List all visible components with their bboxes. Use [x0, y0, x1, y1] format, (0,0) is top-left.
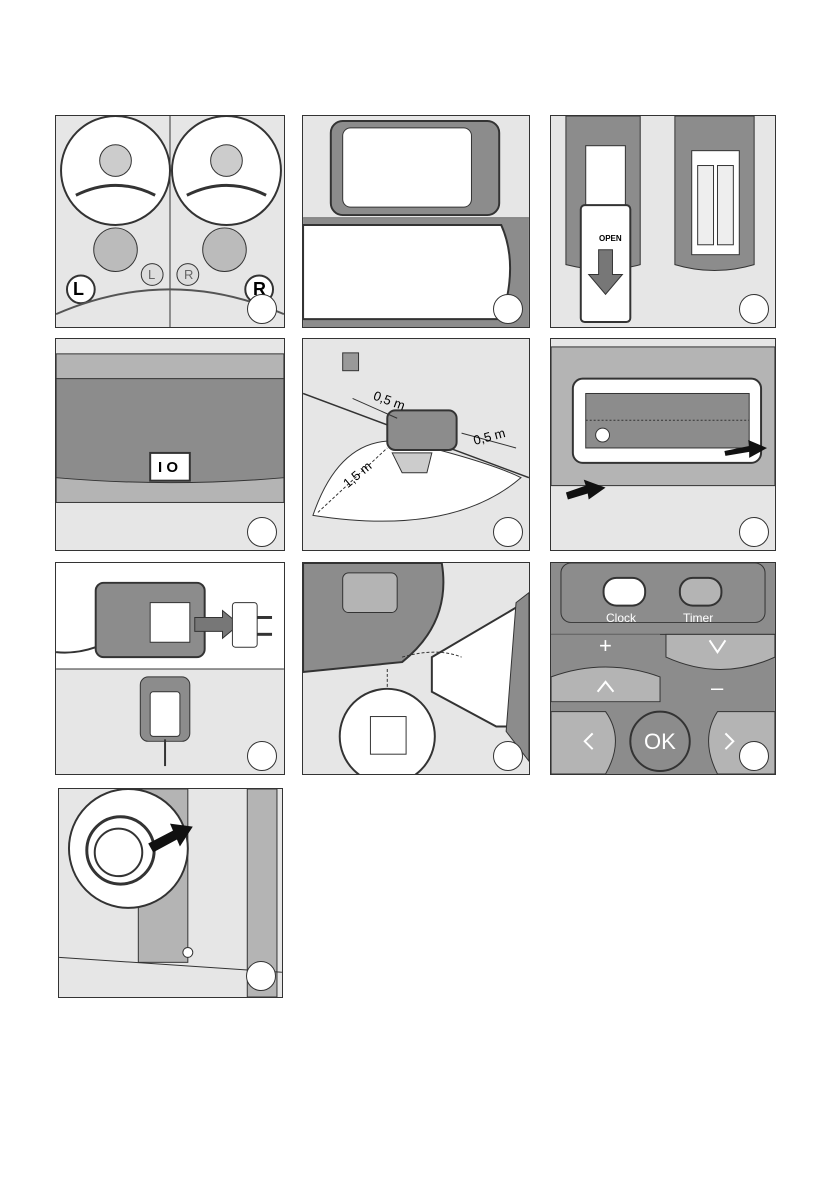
step-circle: [493, 517, 523, 547]
step-circle: [739, 294, 769, 324]
step-circle: [247, 294, 277, 324]
step-circle: [739, 517, 769, 547]
panel-robot-dock: [302, 562, 530, 775]
brush-label-left-small: L: [148, 267, 155, 282]
panel-power-switch: I O: [55, 338, 285, 551]
power-adapter-illustration: [56, 563, 284, 774]
panel-power-adapter: [55, 562, 285, 775]
timer-button-label: Timer: [683, 611, 713, 625]
clock-button-label: Clock: [606, 611, 636, 625]
panel-remote-buttons: Clock Timer + – OK: [550, 562, 776, 775]
ok-button-label: OK: [644, 729, 676, 755]
step-circle: [493, 294, 523, 324]
power-switch-illustration: [56, 339, 284, 550]
remote-batteries-illustration: [551, 116, 775, 327]
step-circle: [247, 517, 277, 547]
dust-bin-illustration: [303, 116, 529, 327]
power-switch-label: I O: [158, 459, 178, 476]
step-circle: [246, 961, 276, 991]
dock-placement-illustration: [303, 339, 529, 550]
step-circle: [739, 741, 769, 771]
panel-filter: [550, 338, 776, 551]
filter-illustration: [551, 339, 775, 550]
panel-wheel-closeup: [58, 788, 283, 998]
side-brushes-illustration: [56, 116, 284, 327]
brush-label-left: L: [73, 279, 84, 300]
panel-side-brushes: L R L R: [55, 115, 285, 328]
panel-remote-batteries: OPEN: [550, 115, 776, 328]
plus-label: +: [599, 633, 612, 659]
step-circle: [247, 741, 277, 771]
step-circle: [493, 741, 523, 771]
robot-dock-illustration: [303, 563, 529, 774]
panel-dust-bin: [302, 115, 530, 328]
brush-label-right-small: R: [184, 267, 193, 282]
panel-dock-placement: 0,5 m 0,5 m 1,5 m: [302, 338, 530, 551]
minus-label: –: [711, 675, 723, 701]
battery-cover-text: OPEN: [599, 234, 622, 243]
